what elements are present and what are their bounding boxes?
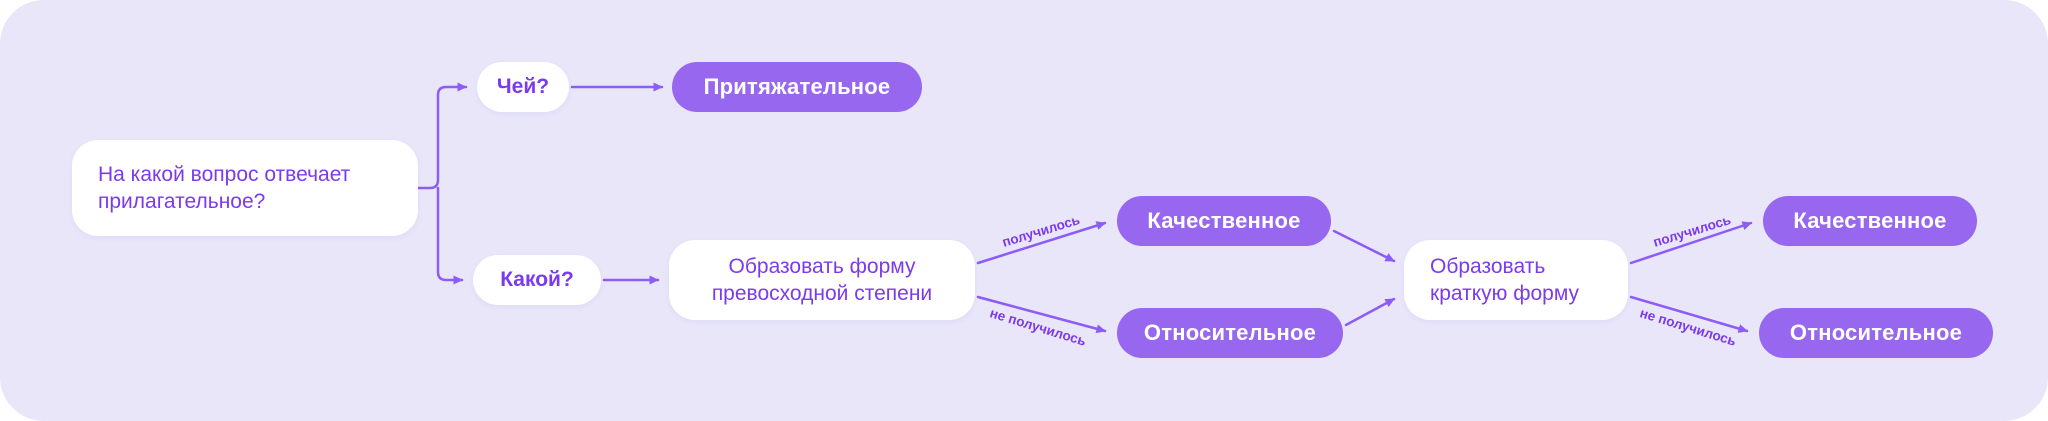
node-qualitative-1-label: Качественное (1147, 207, 1301, 233)
node-possessive-label: Притяжательное (703, 73, 891, 99)
connector-qualitative1-to-shortform (1332, 229, 1396, 263)
edge-label-succeeded-2: получилось (1651, 212, 1733, 250)
node-root-question: На какой вопрос отвечает прилагательное? (72, 140, 418, 236)
node-question-whose: Чей? (477, 62, 569, 112)
node-superlative-step: Образовать форму превосходной степени (669, 240, 975, 320)
node-question-which: Какой? (473, 255, 601, 305)
node-qualitative-2-label: Качественное (1793, 207, 1947, 233)
node-short-form-step-label: Образовать краткую форму (1430, 254, 1580, 305)
node-relative-1-label: Относительное (1143, 319, 1317, 345)
node-qualitative-1: Качественное (1117, 196, 1331, 246)
connector-root-to-whose (416, 82, 468, 190)
node-superlative-step-label: Образовать форму превосходной степени (711, 254, 933, 305)
node-relative-1: Относительное (1117, 308, 1343, 358)
edge-label-succeeded-1: получилось (1000, 212, 1082, 250)
node-question-whose-label: Чей? (496, 75, 550, 99)
edge-label-failed-1: не получилось (988, 305, 1088, 349)
node-short-form-step: Образовать краткую форму (1404, 240, 1628, 320)
node-qualitative-2: Качественное (1763, 196, 1977, 246)
node-relative-2: Относительное (1759, 308, 1993, 358)
edge-label-failed-2: не получилось (1638, 305, 1738, 349)
connector-root-to-which (436, 186, 464, 285)
node-root-question-label: На какой вопрос отвечает прилагательное? (98, 162, 351, 213)
node-question-which-label: Какой? (500, 268, 574, 292)
node-relative-2-label: Относительное (1789, 319, 1963, 345)
connector-relative1-to-shortform (1344, 297, 1396, 327)
node-possessive: Притяжательное (672, 62, 922, 112)
